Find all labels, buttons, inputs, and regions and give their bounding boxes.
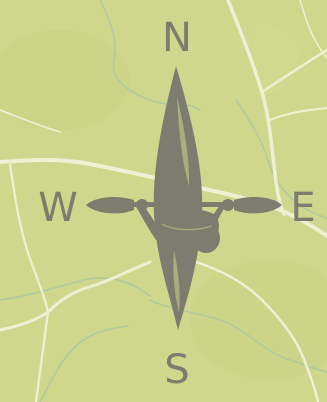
compass-south-label: S xyxy=(164,347,190,393)
road-north-east xyxy=(226,0,286,216)
road-southwest-down xyxy=(34,310,50,402)
kayaker-paddle-icon xyxy=(86,66,282,330)
road-east-spur-2 xyxy=(269,107,327,121)
paddle-blade-right xyxy=(234,197,282,214)
paddle-blade-left xyxy=(86,197,134,214)
road-right-top xyxy=(299,0,327,59)
compass-east-label: E xyxy=(290,185,316,231)
cockpit-rim xyxy=(161,223,213,231)
road-southwest xyxy=(0,260,152,332)
river-lower xyxy=(39,325,129,402)
road-top-left xyxy=(0,109,61,133)
river-west xyxy=(0,277,151,301)
river-east xyxy=(235,99,327,219)
paddler-hand-left xyxy=(136,199,148,211)
compass-north-label: N xyxy=(162,15,192,61)
road-west-branch xyxy=(8,163,50,314)
kayak-deck-highlight xyxy=(177,96,190,186)
kayak-deck-highlight-lower xyxy=(173,250,180,312)
road-east-spur xyxy=(260,48,327,94)
compass-west-label: W xyxy=(38,185,78,231)
paddler-arm-right xyxy=(206,200,228,232)
road-south-east xyxy=(194,260,320,402)
terrain-shading xyxy=(0,20,327,380)
paddler-hand-right xyxy=(222,199,234,211)
paddler-torso xyxy=(158,208,219,248)
paddler-arm-left xyxy=(136,202,162,240)
kayak-hull xyxy=(153,66,203,330)
